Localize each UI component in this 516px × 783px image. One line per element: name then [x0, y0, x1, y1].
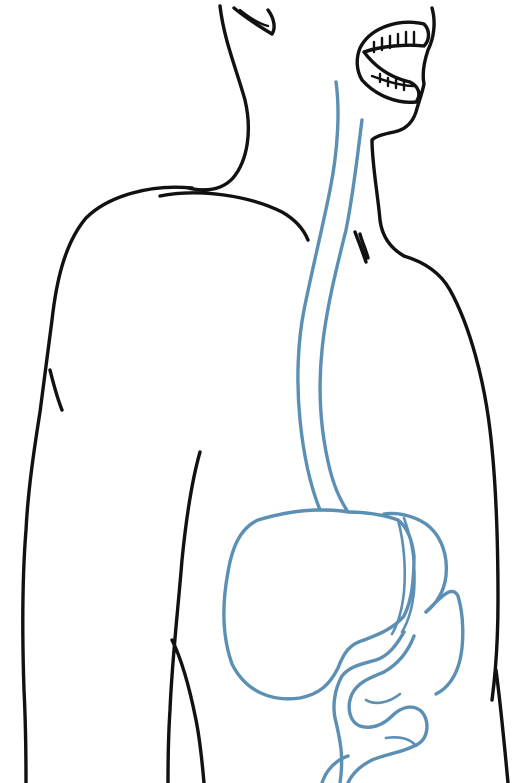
left-torso-outline	[168, 452, 200, 783]
pancreas	[384, 513, 446, 634]
right-arm-outline	[496, 670, 508, 783]
right-shoulder-torso-outline	[404, 256, 498, 700]
adams-apple-mark	[355, 232, 368, 262]
left-shoulder-arm-outline	[23, 187, 192, 783]
spleen	[426, 591, 463, 694]
left-armpit-crease	[50, 370, 62, 410]
esophagus	[298, 82, 362, 512]
open-mouth-with-teeth	[357, 22, 428, 102]
small-intestine	[322, 632, 427, 783]
ear	[234, 8, 274, 34]
left-elbow-outline	[172, 640, 204, 783]
neck-back-outline	[188, 6, 248, 190]
neck-base-outline	[160, 193, 308, 240]
body-outline	[23, 6, 508, 783]
digestive-tract	[224, 82, 463, 783]
